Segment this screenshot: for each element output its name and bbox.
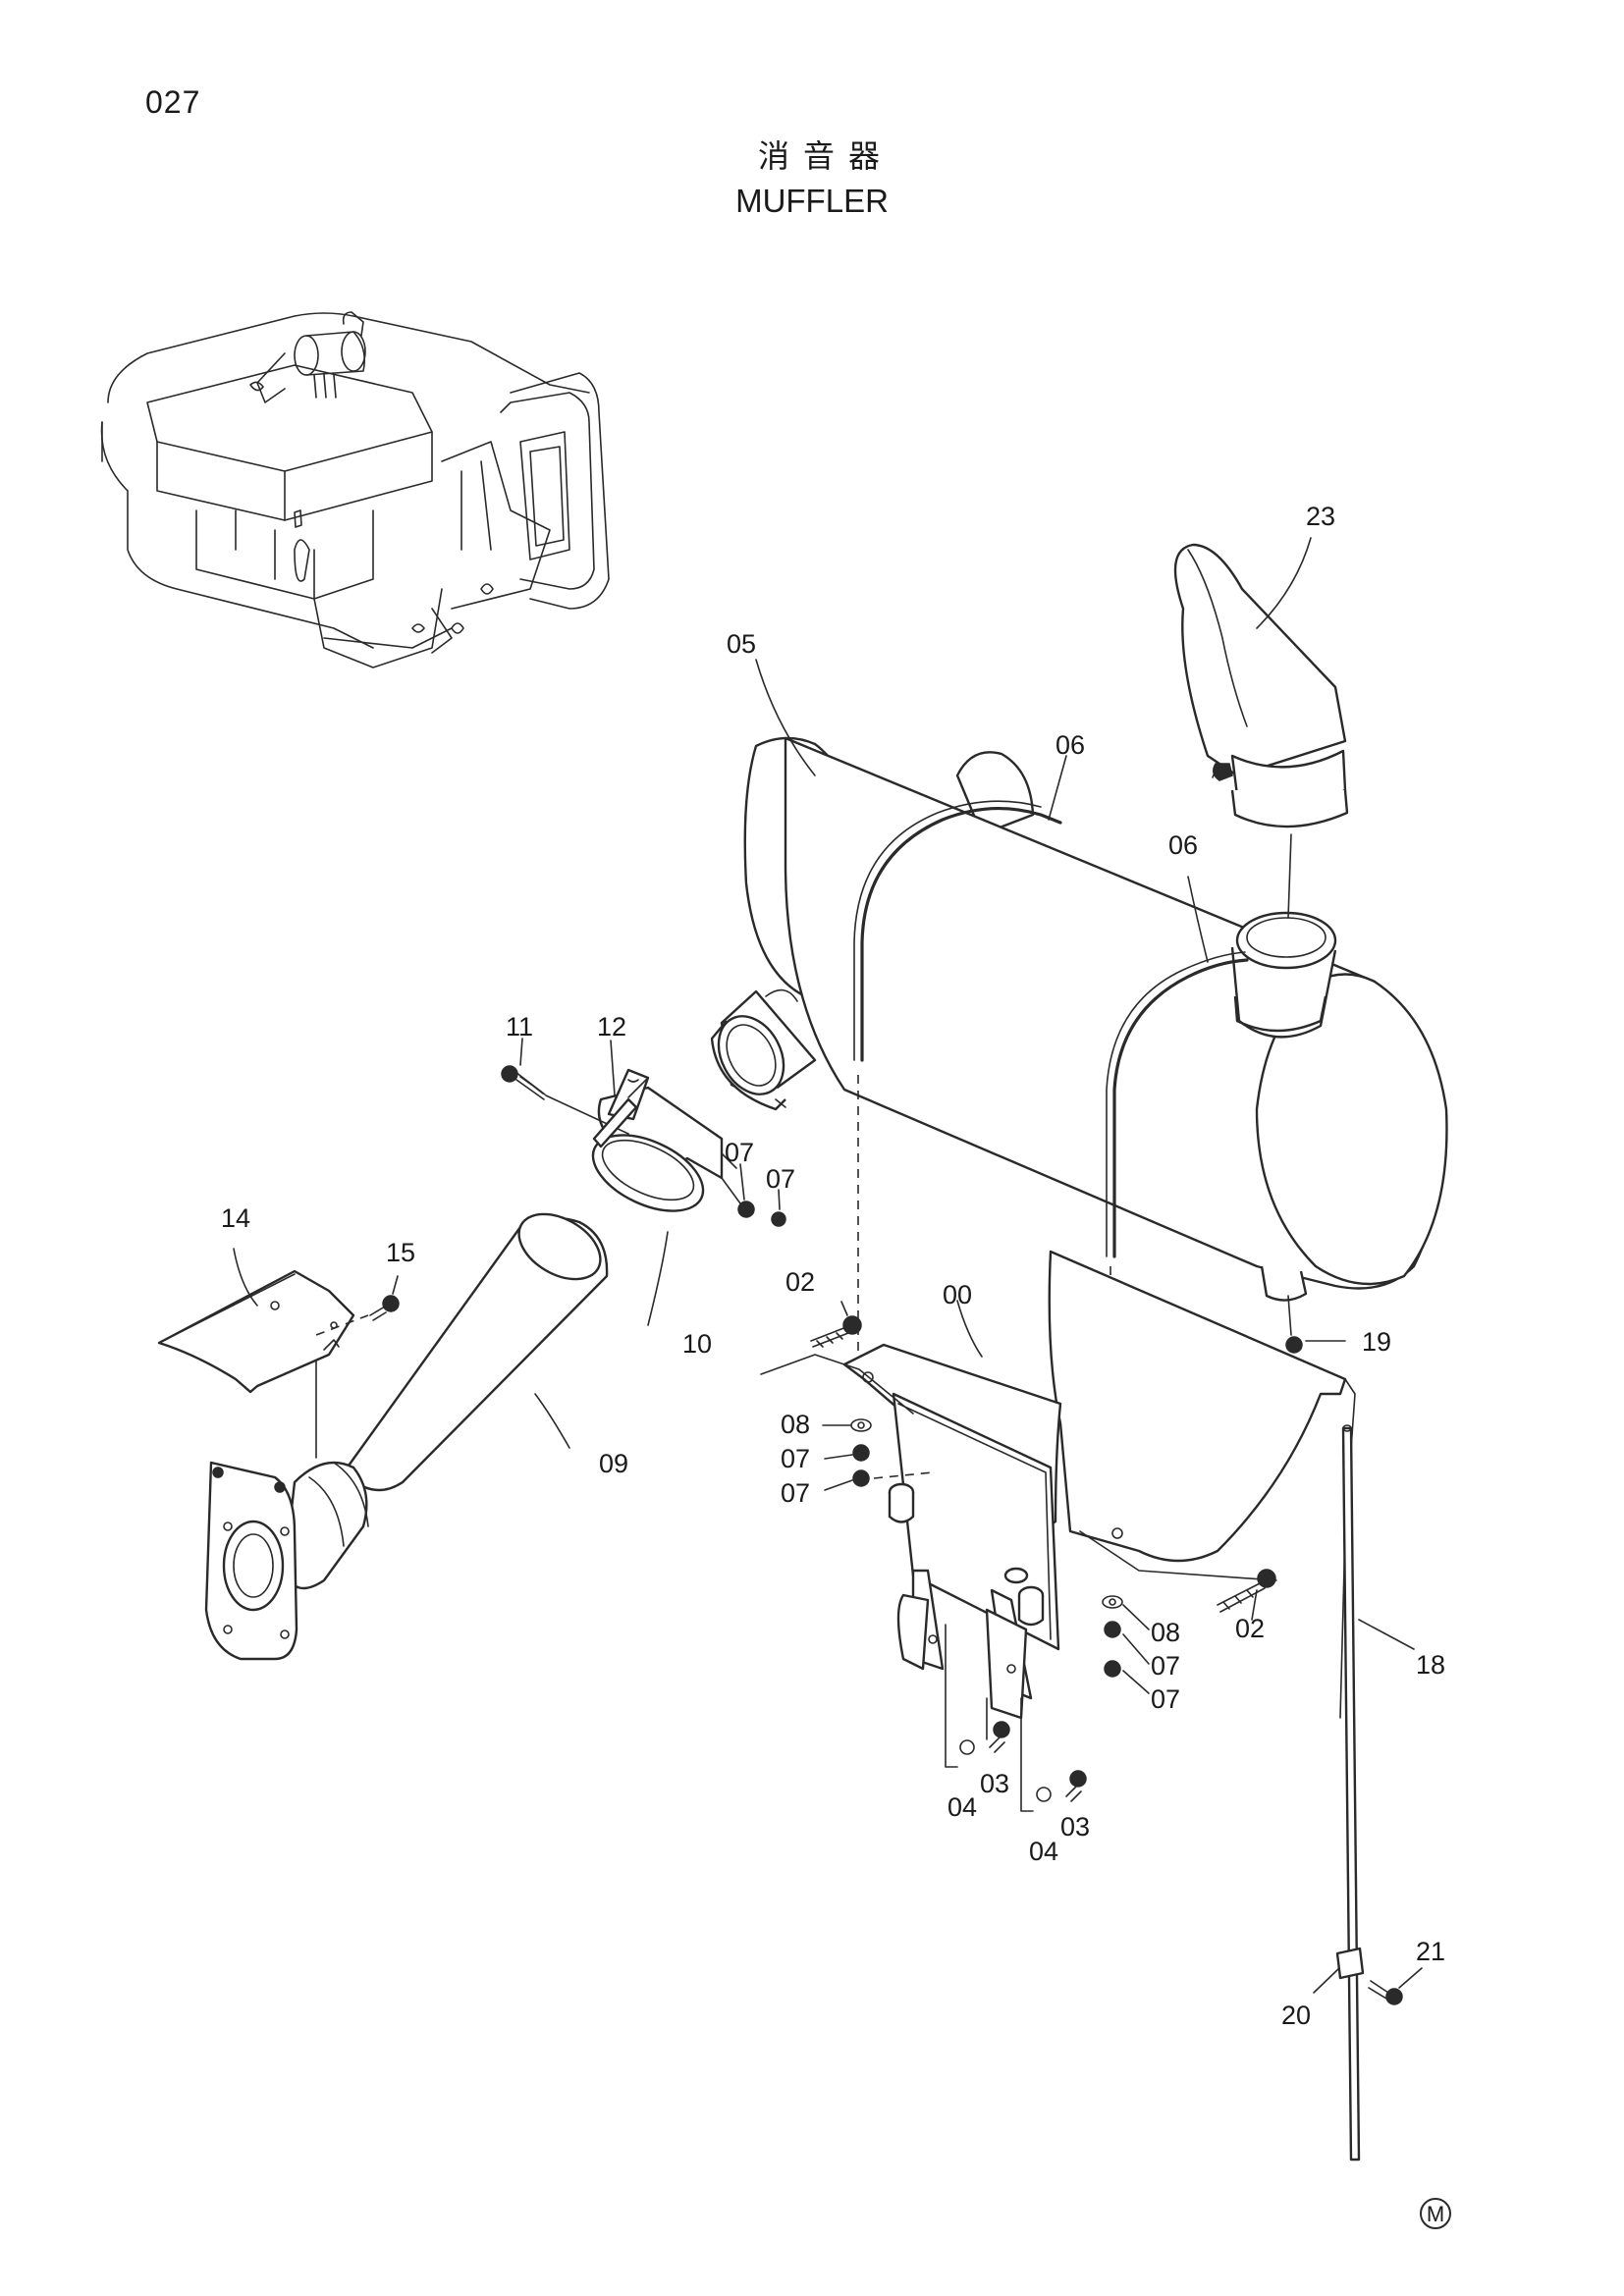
part-18-drain-tube (1341, 1424, 1361, 2162)
part-12-pin (592, 1077, 649, 1148)
part-21-clip-bolt (1368, 1980, 1403, 2005)
page-number: 027 (145, 84, 201, 120)
callout-09: 09 (599, 1449, 628, 1478)
fastener-stack-left (850, 1418, 934, 1487)
part-09-exhaust-pipe (204, 1212, 609, 1661)
callout-03-left: 03 (980, 1769, 1009, 1798)
callout-08-right: 08 (1151, 1618, 1180, 1647)
leader-lines (233, 537, 1423, 1994)
callout-00: 00 (943, 1280, 972, 1309)
title-english: MUFFLER (735, 183, 889, 219)
callout-07-left-a: 07 (781, 1444, 810, 1473)
callout-21: 21 (1416, 1937, 1445, 1966)
callout-10: 10 (682, 1329, 712, 1359)
part-20-tube-clip (1335, 1947, 1365, 1980)
part-10-clamp (591, 1068, 737, 1212)
callout-02-left: 02 (785, 1267, 815, 1297)
callout-labels: 05 06 06 23 11 12 07 07 14 15 10 09 02 0… (221, 502, 1445, 2030)
callout-06-lower: 06 (1168, 830, 1198, 860)
callout-12: 12 (597, 1012, 626, 1041)
callout-05: 05 (727, 629, 756, 659)
corner-mark-letter: M (1427, 2202, 1444, 2226)
callout-07-left-b: 07 (781, 1478, 810, 1508)
callout-20: 20 (1281, 2001, 1311, 2030)
callout-18: 18 (1416, 1650, 1445, 1680)
callout-07-clamp-b: 07 (766, 1164, 795, 1194)
corner-mark: M (1420, 2198, 1451, 2229)
part-03-04-fasteners-left (945, 1624, 1010, 1768)
fastener-stack-right (1102, 1595, 1123, 1678)
part-02-bolt-right (1217, 1569, 1276, 1613)
part-07-nut-clamp (721, 1177, 786, 1227)
callout-04-right: 04 (1029, 1837, 1058, 1866)
part-05-muffler-body (710, 736, 1448, 1302)
callout-07-right-b: 07 (1151, 1684, 1180, 1714)
callout-07-right-a: 07 (1151, 1651, 1180, 1681)
callout-03-right: 03 (1060, 1812, 1090, 1842)
part-06-u-bolt-left (853, 800, 1062, 1364)
callout-06-upper: 06 (1056, 730, 1085, 760)
callout-11: 11 (506, 1012, 533, 1041)
callout-14: 14 (221, 1203, 250, 1233)
part-03-04-fasteners-right (1020, 1697, 1087, 1812)
callout-23: 23 (1306, 502, 1335, 531)
callout-02-right: 02 (1235, 1614, 1265, 1643)
callout-19: 19 (1362, 1327, 1391, 1357)
callout-04-left: 04 (947, 1792, 977, 1822)
part-14-heat-shield (157, 1269, 369, 1394)
part-00-mounting-bracket (842, 1250, 1356, 1720)
part-02-bolt-left (760, 1315, 914, 1415)
title-japanese: 消音器 (757, 137, 893, 175)
part-23-exhaust-elbow (1173, 543, 1349, 919)
machine-locator-sketch (100, 311, 610, 668)
callout-08-left: 08 (781, 1410, 810, 1439)
part-15-bolt (369, 1295, 400, 1321)
callout-15: 15 (386, 1238, 415, 1267)
part-19-drain-plug (1285, 1295, 1303, 1354)
callout-07-clamp-a: 07 (725, 1138, 754, 1167)
